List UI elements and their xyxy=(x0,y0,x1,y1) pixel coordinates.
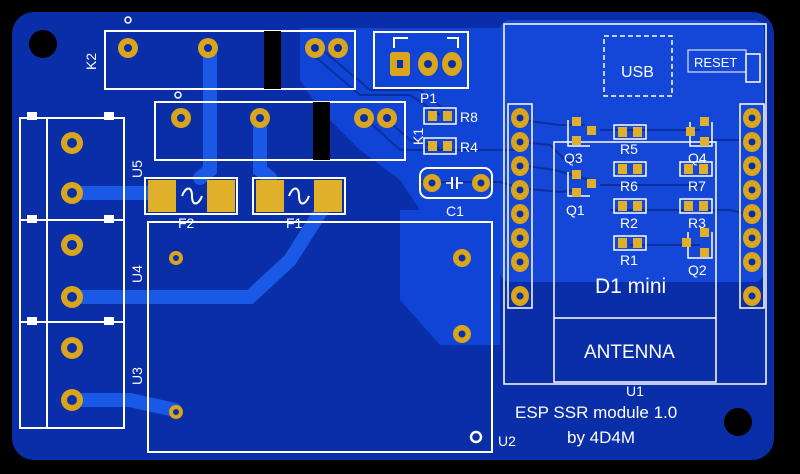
board-title-line2: by 4D4M xyxy=(567,428,635,447)
label-k2: K2 xyxy=(83,53,99,70)
label-u2: U2 xyxy=(498,433,516,449)
transistor-q4 xyxy=(686,117,713,147)
label-r7: R7 xyxy=(688,178,706,194)
label-u4: U4 xyxy=(129,265,145,283)
fuse-f2 xyxy=(144,177,238,215)
mounting-hole-top-left xyxy=(29,30,57,58)
copper-pour-right xyxy=(500,20,764,282)
fuse-f1 xyxy=(252,177,346,215)
label-r4: R4 xyxy=(460,139,478,155)
label-k1: K1 xyxy=(410,128,426,145)
board-title-line1: ESP SSR module 1.0 xyxy=(515,403,677,422)
label-r3: R3 xyxy=(688,215,706,231)
label-c1: C1 xyxy=(446,203,464,219)
label-p1: P1 xyxy=(420,90,437,106)
label-q2: Q2 xyxy=(688,262,707,278)
terminal-pads xyxy=(61,132,83,411)
resistor-r8 xyxy=(423,107,457,125)
terminal-block-u3 xyxy=(19,317,125,429)
label-u1: U1 xyxy=(626,383,644,399)
label-r5: R5 xyxy=(620,141,638,157)
relay-k2 xyxy=(104,16,356,90)
label-r8: R8 xyxy=(460,109,478,125)
resistor-r7 xyxy=(679,161,713,177)
resistor-r3 xyxy=(679,198,713,214)
resistor-r6 xyxy=(613,161,647,177)
resistor-r5 xyxy=(613,124,647,140)
d1-mini-label: D1 mini xyxy=(595,275,666,298)
header-p1 xyxy=(373,31,469,89)
mounting-hole-bottom-right xyxy=(724,408,752,436)
reset-label: RESET xyxy=(694,55,737,70)
usb-label: USB xyxy=(621,64,654,81)
antenna-label: ANTENNA xyxy=(584,342,675,363)
transistor-q1 xyxy=(567,170,596,197)
label-q4: Q4 xyxy=(688,150,707,166)
label-q3: Q3 xyxy=(564,150,583,166)
d1-mini-module xyxy=(503,23,767,385)
d1-header-right xyxy=(739,103,765,309)
label-u5: U5 xyxy=(129,160,145,178)
resistor-r1 xyxy=(613,235,647,251)
capacitor-c1 xyxy=(419,167,493,199)
label-u3: U3 xyxy=(129,367,145,385)
label-q1: Q1 xyxy=(566,202,585,218)
transistor-q3 xyxy=(567,117,596,147)
label-r2: R2 xyxy=(620,215,638,231)
resistor-r2 xyxy=(613,198,647,214)
resistor-r4 xyxy=(423,137,457,155)
transistor-q2 xyxy=(682,228,713,259)
label-r1: R1 xyxy=(620,252,638,268)
ssr-u2 xyxy=(147,221,493,453)
relay-k1 xyxy=(154,91,406,161)
d1-header-left xyxy=(507,103,533,309)
label-r6: R6 xyxy=(620,178,638,194)
